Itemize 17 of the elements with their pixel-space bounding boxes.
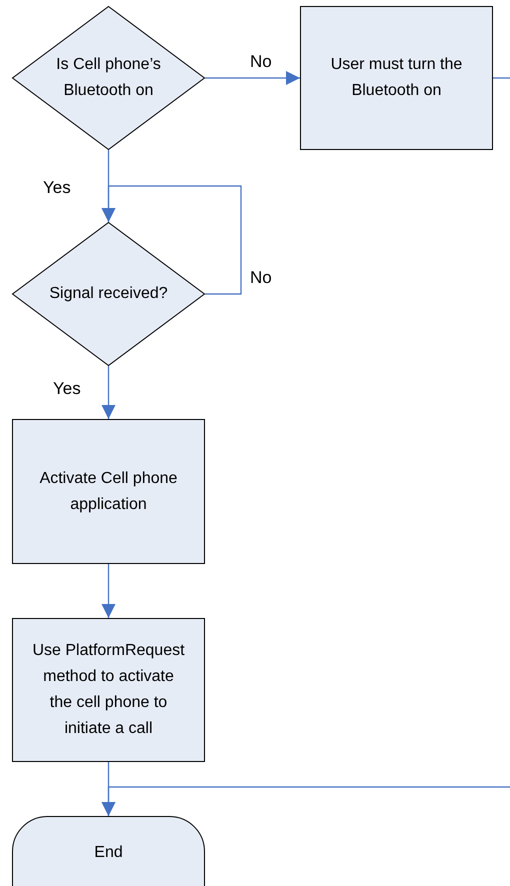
process-box: [12, 618, 205, 762]
arrow: [205, 71, 300, 85]
node-text: Is Cell phone’s Bluetooth on: [55, 55, 162, 101]
terminal-shape: [12, 816, 205, 886]
arrow: [102, 564, 116, 618]
arrow: [102, 185, 242, 295]
node-text: Activate Cell phone application: [38, 468, 178, 514]
node-text: User must turn the Bluetooth on: [330, 55, 464, 101]
decision-diamond: [12, 222, 205, 366]
process-box: [300, 6, 493, 150]
node-text: End: [94, 843, 123, 863]
decision-diamond: [12, 6, 205, 150]
process-box: [12, 419, 205, 564]
node-text: Signal received?: [49, 284, 168, 304]
node-text: Use PlatformRequest method to activate the cell phone to initiate a call: [32, 641, 185, 739]
arrow: [102, 786, 510, 816]
arrow: [102, 366, 116, 419]
